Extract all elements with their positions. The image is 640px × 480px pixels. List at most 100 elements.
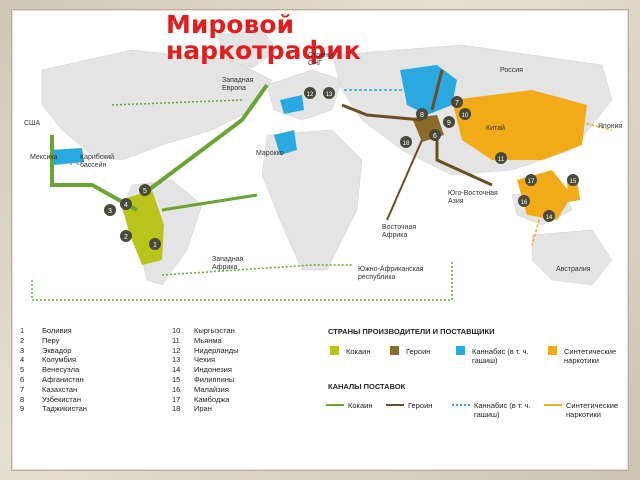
- synthetic-route-japan: [571, 119, 613, 131]
- svg-text:15: 15: [570, 179, 577, 185]
- legend-channels-title: КАНАЛЫ ПОСТАВОК: [328, 382, 406, 391]
- cannabis-region-central-asia: [400, 65, 457, 115]
- marker-14: 14: [543, 210, 555, 222]
- label-mexico: Мексика: [30, 154, 58, 161]
- label-south-africa: Южно-Африканская республика: [358, 266, 424, 281]
- africa: [261, 129, 363, 271]
- label-russia: Россия: [500, 67, 523, 74]
- label-caribbean: Карибский бассейн: [80, 154, 115, 169]
- label-western-europe: Западная Европа: [222, 77, 254, 92]
- line-synthetic: [544, 404, 562, 406]
- swatch-cannabis: [456, 346, 465, 355]
- svg-text:1: 1: [153, 242, 157, 249]
- legend-heroin: Героин: [406, 347, 431, 356]
- cocaine-route-usa: [50, 135, 138, 212]
- label-japan: Япония: [598, 123, 623, 130]
- cocaine-route-europe: [140, 83, 269, 197]
- svg-text:6: 6: [433, 133, 437, 140]
- label-china: Китай: [486, 125, 505, 132]
- cannabis-region-europe: [280, 95, 304, 114]
- heroin-route-russia: [430, 69, 444, 111]
- greenland: [216, 29, 278, 69]
- marker-7: 7: [451, 96, 463, 108]
- svg-text:17: 17: [528, 179, 535, 185]
- heroin-route-sea: [435, 135, 493, 187]
- marker-8: 8: [416, 108, 428, 120]
- swatch-synthetic: [548, 346, 557, 355]
- marker-1: 1: [149, 238, 161, 250]
- svg-text:7: 7: [455, 100, 459, 107]
- country-markers: 1 2 3 4 5 6 7 8 9 10 11 12 13 14 15 16 1…: [104, 87, 579, 250]
- swatch-cocaine: [330, 346, 339, 355]
- marker-11: 11: [495, 152, 507, 164]
- marker-15: 15: [567, 174, 579, 186]
- svg-text:10: 10: [462, 113, 469, 119]
- label-australia: Австралия: [556, 266, 591, 273]
- marker-5: 5: [139, 184, 151, 196]
- marker-17: 17: [525, 174, 537, 186]
- marker-3: 3: [104, 204, 116, 216]
- cannabis-region-morocco: [274, 130, 297, 155]
- svg-text:16: 16: [521, 200, 528, 206]
- label-se-asia: Юго-Восточная Азия: [448, 190, 498, 205]
- heroin-route-europe: [341, 103, 423, 122]
- svg-text:9: 9: [447, 120, 451, 127]
- marker-16: 16: [518, 195, 530, 207]
- marker-13: 13: [323, 87, 335, 99]
- marker-10: 10: [459, 108, 471, 120]
- legend-route-heroin: Героин: [408, 401, 433, 410]
- legend-cannabis: Каннабис (в т. ч. гашиш): [472, 347, 529, 365]
- svg-text:14: 14: [546, 215, 553, 221]
- north-america: [41, 49, 273, 161]
- marker-2: 2: [120, 230, 132, 242]
- svg-text:5: 5: [143, 188, 147, 195]
- cocaine-route-africa: [161, 193, 258, 212]
- svg-text:8: 8: [420, 112, 424, 119]
- cocaine-route-dotted-2: [161, 264, 352, 276]
- swatch-heroin: [390, 346, 399, 355]
- legend-producers-title: СТРАНЫ ПРОИЗВОДИТЕЛИ И ПОСТАВЩИКИ: [328, 327, 495, 336]
- synthetic-region-china: [452, 90, 587, 160]
- marker-18: 18: [400, 136, 412, 148]
- world-map: 1 2 3 4 5 6 7 8 9 10 11 12 13 14 15 16 1…: [31, 29, 613, 301]
- heroin-route-africa: [386, 139, 423, 221]
- synthetic-route-australia: [531, 209, 543, 246]
- legend-route-synthetic: Синтетические наркотики: [566, 401, 619, 419]
- svg-text:11: 11: [498, 157, 505, 163]
- marker-12: 12: [304, 87, 316, 99]
- cocaine-route-dotted-3: [31, 260, 453, 301]
- supply-routes: [31, 69, 613, 301]
- legend-synthetic: Синтетические наркотики: [564, 347, 617, 365]
- svg-text:13: 13: [326, 92, 333, 98]
- svg-text:18: 18: [403, 141, 410, 147]
- svg-text:12: 12: [307, 92, 314, 98]
- legend-route-cocaine: Кокаин: [348, 401, 373, 410]
- label-morocco: Марокко: [256, 150, 284, 157]
- svg-text:3: 3: [108, 208, 112, 215]
- label-east-africa: Восточная Африка: [382, 224, 417, 239]
- svg-text:2: 2: [124, 234, 128, 241]
- marker-9: 9: [443, 116, 455, 128]
- australia-land: [531, 229, 613, 286]
- caribbean-hatch: [56, 149, 85, 166]
- cannabis-region-mexico: [50, 148, 84, 165]
